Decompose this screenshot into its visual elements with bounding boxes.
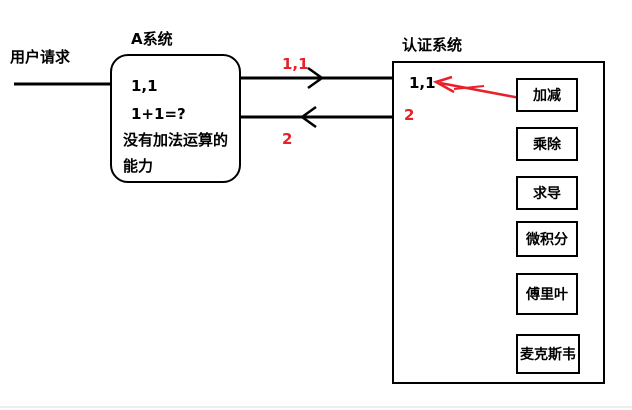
user-request-label: 用户请求 [10, 48, 71, 66]
annotation-arrow-shaft [439, 81, 521, 100]
system-a-box [110, 54, 241, 183]
auth-system-box [392, 61, 605, 384]
module-calculus: 微积分 [516, 221, 578, 257]
module-fourier: 傅里叶 [516, 273, 578, 315]
system-a-note-line1: 没有加法运算的 [123, 131, 229, 149]
module-derivative: 求导 [516, 176, 578, 210]
response-arrowhead [299, 105, 317, 129]
module-maxwell: 麦克斯韦 [516, 334, 580, 374]
request-value-label: 1,1 [282, 55, 309, 73]
system-a-title: A系统 [131, 30, 173, 48]
system-a-input: 1,1 [131, 77, 158, 95]
module-add-subtract: 加减 [516, 78, 578, 112]
module-multiply-divide: 乘除 [516, 127, 578, 161]
auth-system-title: 认证系统 [402, 36, 463, 54]
annotation-arrow-base [453, 85, 485, 90]
response-value-label: 2 [282, 130, 293, 148]
system-a-note-line2: 能力 [123, 157, 154, 175]
request-arrowhead [307, 66, 325, 90]
auth-output-value: 2 [404, 106, 415, 124]
annotation-arrow-head [432, 75, 455, 94]
auth-input-value: 1,1 [409, 74, 436, 92]
system-a-question: 1+1=? [131, 105, 186, 123]
